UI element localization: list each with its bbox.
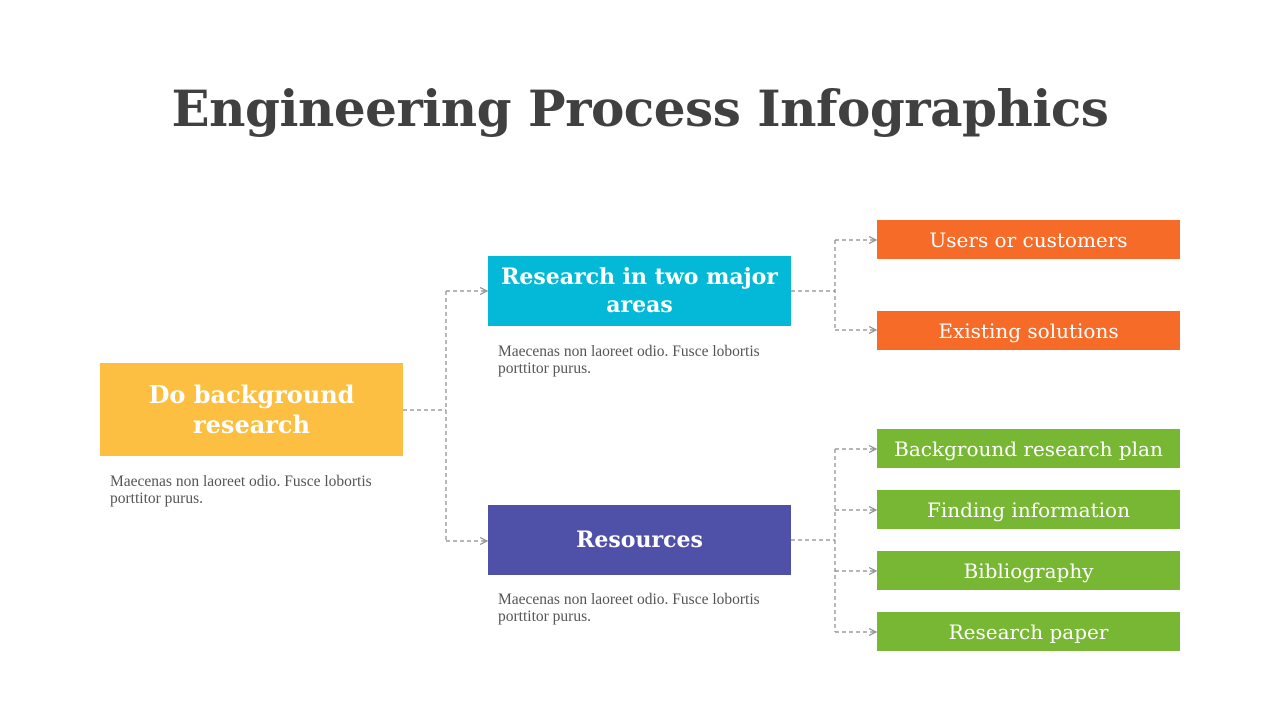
branch-box-resources: Resources — [488, 505, 791, 575]
item-box-users-or-customers: Users or customers — [877, 220, 1180, 259]
item-label: Background research plan — [894, 436, 1163, 461]
root-description: Maecenas non laoreet odio. Fusce loborti… — [110, 473, 372, 507]
branch-description: Maecenas non laoreet odio. Fusce loborti… — [498, 343, 760, 377]
branch-box-research-areas: Research in two major areas — [488, 256, 791, 326]
slide-title: Engineering Process Infographics — [171, 79, 1109, 138]
branch-description: Maecenas non laoreet odio. Fusce loborti… — [498, 591, 760, 625]
branch-label: Research in two major areas — [501, 264, 778, 318]
root-box: Do background research — [100, 363, 403, 456]
item-box-existing-solutions: Existing solutions — [877, 311, 1180, 350]
item-label: Users or customers — [929, 227, 1128, 252]
item-box-research-paper: Research paper — [877, 612, 1180, 651]
branch-label: Resources — [576, 527, 703, 553]
item-box-finding-information: Finding information — [877, 490, 1180, 529]
item-label: Finding information — [927, 497, 1130, 522]
item-label: Existing solutions — [938, 318, 1119, 343]
root-label: Do background research — [148, 379, 355, 439]
item-box-bibliography: Bibliography — [877, 551, 1180, 590]
item-box-background-research-plan: Background research plan — [877, 429, 1180, 468]
item-label: Bibliography — [963, 558, 1094, 583]
item-label: Research paper — [948, 619, 1109, 644]
